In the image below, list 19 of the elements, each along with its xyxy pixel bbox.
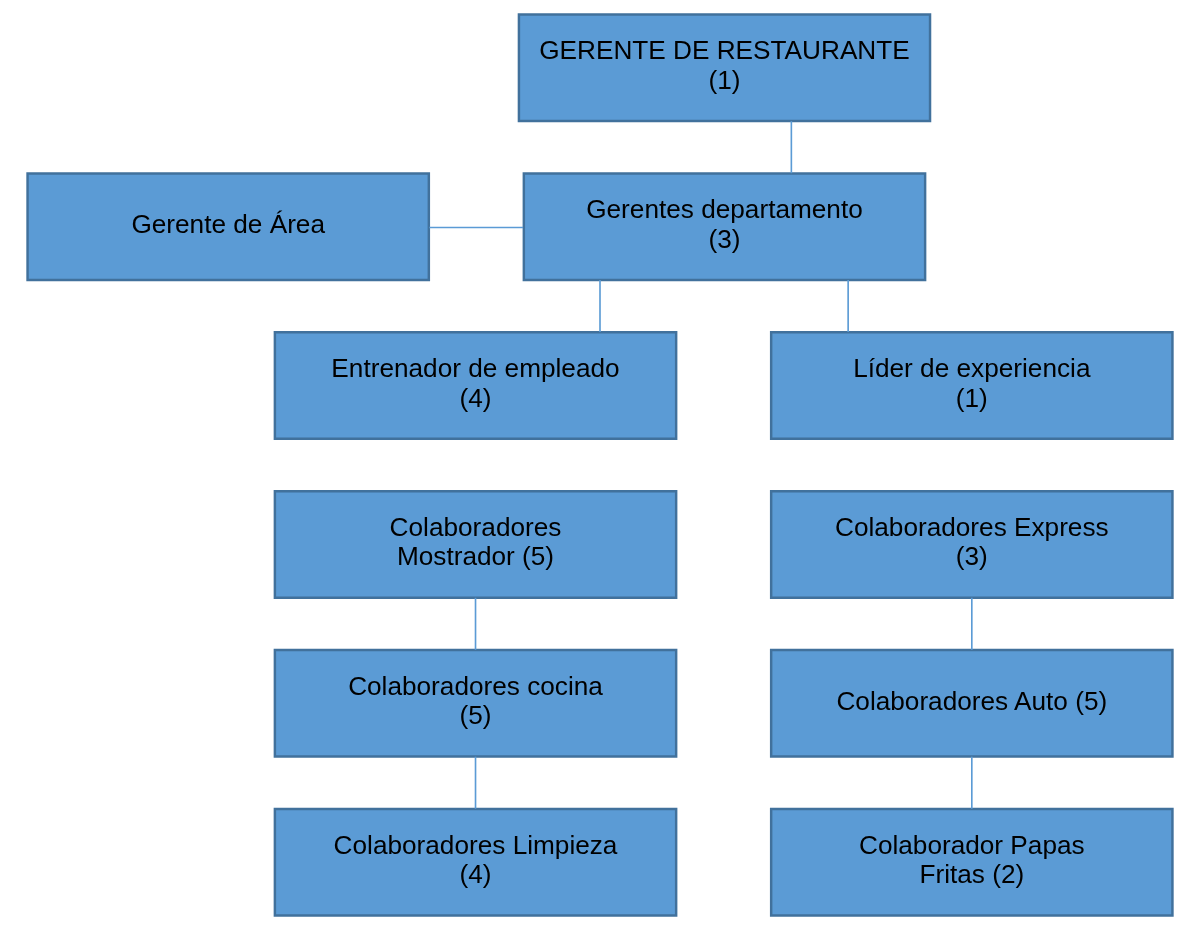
node-box: Colaborador Papas Fritas (2) bbox=[769, 807, 1174, 917]
connector bbox=[790, 120, 793, 175]
connector bbox=[428, 226, 524, 229]
node-box: Colaboradores Auto (5) bbox=[769, 648, 1174, 758]
node-box: Gerentes departamento (3) bbox=[522, 172, 927, 282]
connector bbox=[474, 596, 477, 651]
node-box: GERENTE DE RESTAURANTE (1) bbox=[517, 13, 932, 123]
connector bbox=[599, 279, 601, 333]
connector bbox=[847, 279, 849, 333]
node-box: Colaboradores Mostrador (5) bbox=[273, 489, 678, 599]
node-box: Colaboradores Limpieza (4) bbox=[273, 807, 678, 917]
node-box: Entrenador de empleado (4) bbox=[273, 331, 678, 441]
node-box: Líder de experiencia (1) bbox=[769, 331, 1174, 441]
connector bbox=[970, 596, 973, 651]
node-box: Gerente de Área bbox=[26, 172, 431, 282]
node-box: Colaboradores Express (3) bbox=[769, 489, 1174, 599]
connector bbox=[970, 755, 973, 810]
node-box: Colaboradores cocina (5) bbox=[273, 648, 678, 758]
connector bbox=[474, 755, 477, 810]
